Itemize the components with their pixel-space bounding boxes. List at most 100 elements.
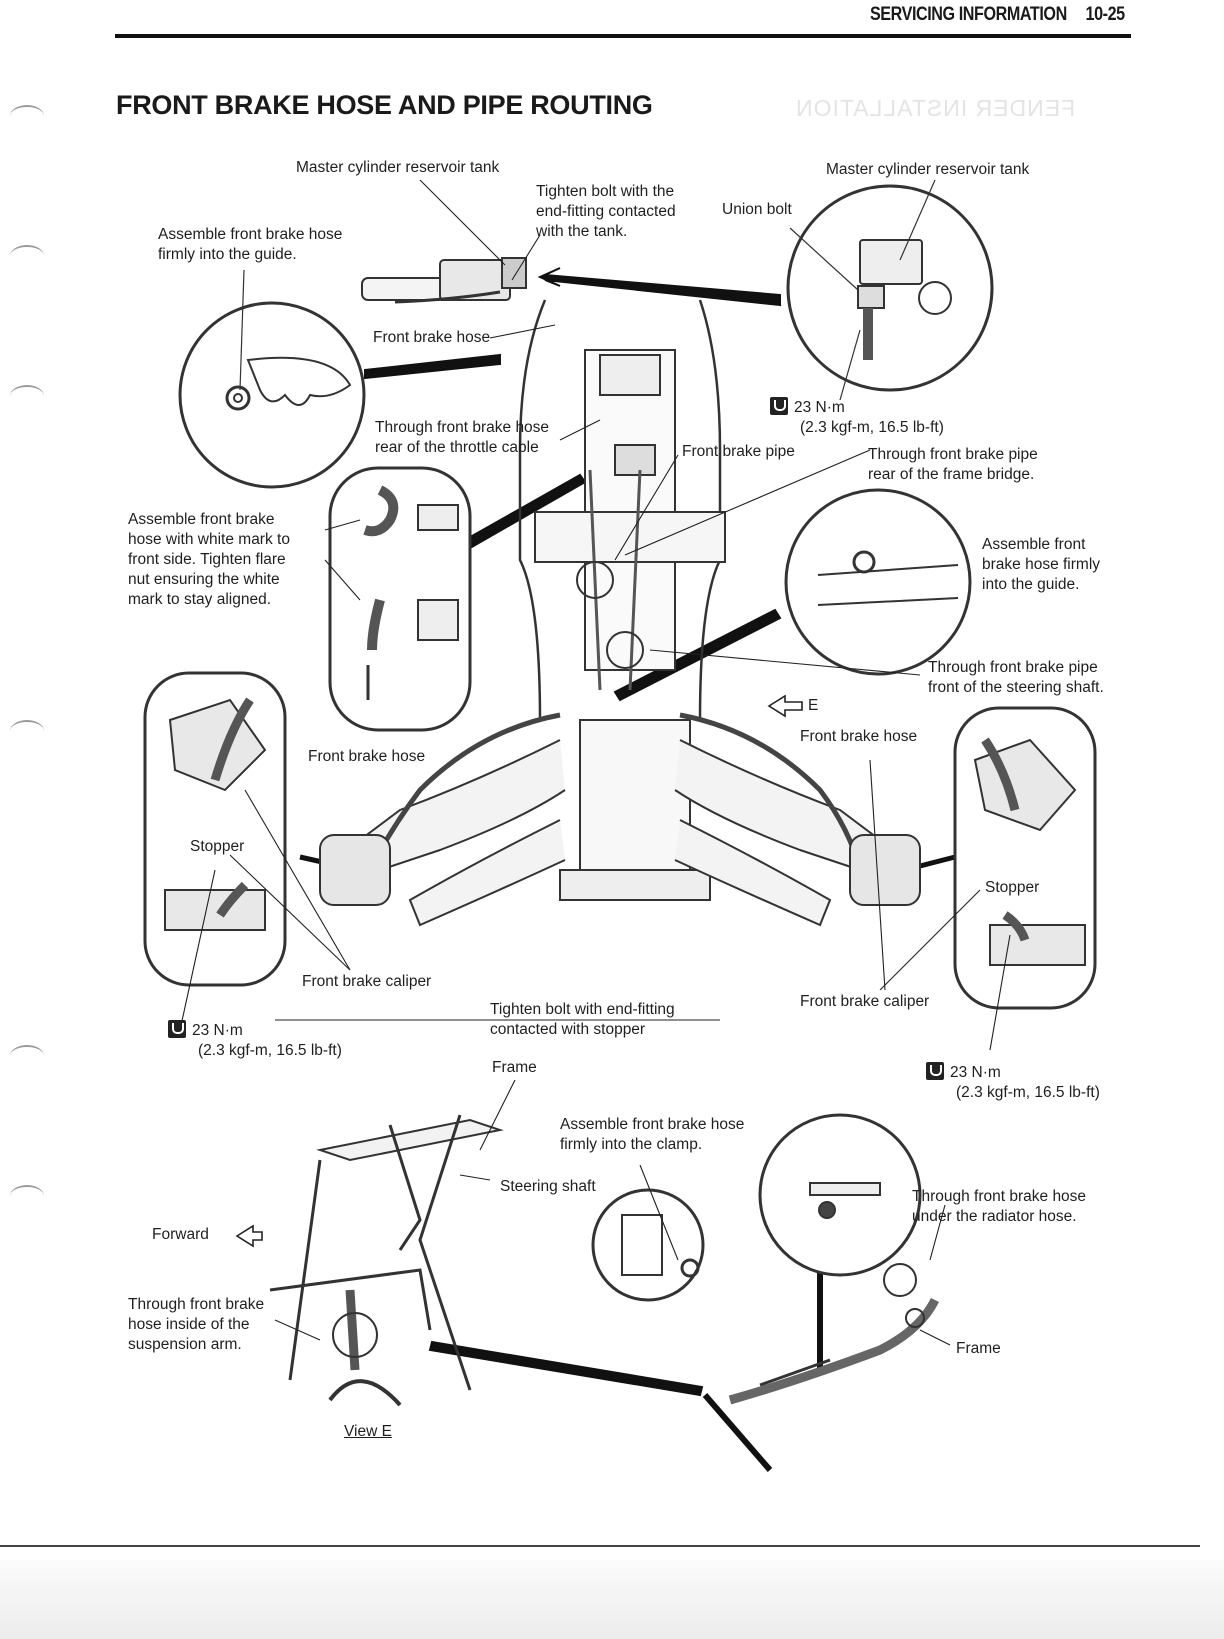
suspension-arms: [358, 712, 882, 927]
label-assemble-guide-right: Assemble front brake hose firmly into th…: [982, 535, 1100, 595]
hose-guide-detail-circle-left: [178, 269, 366, 489]
label-frame-top: Frame: [492, 1059, 537, 1076]
label-front-brake-pipe: Front brake pipe: [682, 443, 795, 460]
torque-wrench-icon: [926, 1062, 944, 1080]
binder-hole-mark: [10, 105, 44, 127]
leader-lines: [179, 179, 1011, 1346]
torque-spec-left: 23 N·m (2.3 kgf-m, 16.5 lb-ft): [168, 1020, 342, 1061]
label-line: suspension arm.: [128, 1336, 242, 1353]
label-caliper-right: Front brake caliper: [800, 993, 930, 1010]
label-front-brake-hose-right: Front brake hose: [800, 728, 918, 745]
label-forward: Forward: [152, 1226, 209, 1243]
view-e-side-diagram: [269, 1114, 504, 1407]
label-line: hose with white mark to: [128, 531, 290, 548]
caliper-detail-panel-right: [953, 706, 1097, 1010]
label-line: end-fitting contacted: [536, 203, 676, 220]
label-line: front of the steering shaft.: [928, 679, 1104, 696]
label-view-e-marker: E: [808, 697, 819, 714]
binder-hole-mark: [10, 1045, 44, 1067]
label-view-e: View E: [344, 1423, 392, 1440]
pointer-arrows: [299, 267, 956, 1472]
label-line: hose inside of the: [128, 1316, 250, 1333]
label-line: Assemble front brake: [128, 511, 275, 528]
binder-hole-mark: [10, 720, 44, 742]
caliper-detail-panel-left: [143, 671, 287, 987]
torque-value: 23 N·m: [168, 1020, 342, 1041]
white-mark-detail-panel: [328, 466, 472, 732]
torque-conversion: (2.3 kgf-m, 16.5 lb-ft): [800, 419, 944, 436]
label-line: with the tank.: [536, 223, 628, 240]
torque-value: 23 N·m: [926, 1062, 1100, 1083]
torque-nm: 23 N·m: [950, 1064, 1001, 1081]
label-line: rear of the throttle cable: [375, 439, 539, 456]
torque-spec-right: 23 N·m (2.3 kgf-m, 16.5 lb-ft): [926, 1062, 1100, 1103]
label-through-frame-bridge: Through front brake pipe rear of the fra…: [868, 445, 1038, 485]
label-line: rear of the frame bridge.: [868, 466, 1035, 483]
label-steering-shaft: Steering shaft: [500, 1178, 596, 1195]
label-line: Tighten bolt with the: [536, 183, 675, 200]
page-title: FRONT BRAKE HOSE AND PIPE ROUTING: [116, 90, 653, 120]
label-master-cylinder-right: Master cylinder reservoir tank: [826, 161, 1030, 178]
label-union-bolt: Union bolt: [722, 201, 792, 218]
label-line: into the guide.: [982, 576, 1080, 593]
torque-nm: 23 N·m: [794, 399, 845, 416]
label-caliper-left: Front brake caliper: [302, 973, 432, 990]
binder-hole-mark: [10, 385, 44, 407]
label-white-mark: Assemble front brake hose with white mar…: [128, 510, 290, 610]
label-assemble-clamp: Assemble front brake hose firmly into th…: [560, 1115, 744, 1155]
torque-spec-top: 23 N·m (2.3 kgf-m, 16.5 lb-ft): [770, 397, 944, 438]
label-through-radiator: Through front brake hose under the radia…: [912, 1187, 1086, 1227]
forward-arrow-icon: [235, 1224, 263, 1248]
binder-hole-mark: [10, 245, 44, 267]
master-cylinder-detail-circle: [786, 179, 994, 401]
header-text: SERVICING INFORMATION 10-25: [870, 4, 1125, 26]
torque-wrench-icon: [770, 397, 788, 415]
label-line: Tighten bolt with end-fitting: [490, 1001, 675, 1018]
label-line: Assemble front brake hose: [158, 226, 343, 243]
label-front-brake-hose-left: Front brake hose: [308, 748, 426, 765]
label-line: nut ensuring the white: [128, 571, 280, 588]
label-line: firmly into the guide.: [158, 246, 297, 263]
label-master-cylinder-left: Master cylinder reservoir tank: [296, 159, 500, 176]
label-tighten-bolt-tank: Tighten bolt with the end-fitting contac…: [536, 182, 676, 242]
page-bottom-rule: [0, 1545, 1200, 1547]
handlebar-assembly: [361, 257, 527, 304]
label-line: under the radiator hose.: [912, 1208, 1077, 1225]
label-line: mark to stay aligned.: [128, 591, 272, 608]
steering-knuckles: [319, 834, 921, 906]
label-line: Through front brake pipe: [868, 446, 1038, 463]
binder-hole-mark: [10, 1185, 44, 1207]
label-through-throttle: Through front brake hose rear of the thr…: [375, 418, 549, 458]
header-page-number: 10-25: [1085, 4, 1126, 25]
torque-wrench-icon: [168, 1020, 186, 1038]
label-stopper-left: Stopper: [190, 838, 245, 855]
view-e-arrow-icon: [767, 694, 803, 718]
label-line: front side. Tighten flare: [128, 551, 286, 568]
label-line: contacted with stopper: [490, 1021, 646, 1038]
page-header: SERVICING INFORMATION 10-25: [115, 0, 1131, 38]
label-tighten-bolt-stopper: Tighten bolt with end-fitting contacted …: [490, 1000, 675, 1040]
radiator-area-diagram: [591, 1113, 940, 1405]
label-line: Assemble front: [982, 536, 1086, 553]
label-stopper-right: Stopper: [985, 879, 1040, 896]
label-line: brake hose firmly: [982, 556, 1101, 573]
label-through-steering-shaft: Through front brake pipe front of the st…: [928, 658, 1104, 698]
label-line: Through front brake: [128, 1296, 265, 1313]
label-frame-bottom: Frame: [956, 1340, 1001, 1357]
label-assemble-guide-left: Assemble front brake hose firmly into th…: [158, 225, 342, 265]
label-line: Through front brake hose: [912, 1188, 1087, 1205]
frame-and-steering: [518, 299, 726, 901]
torque-nm: 23 N·m: [192, 1022, 243, 1039]
scan-bottom-shadow: [0, 1560, 1224, 1639]
label-front-brake-hose-top: Front brake hose: [373, 329, 491, 346]
torque-conversion: (2.3 kgf-m, 16.5 lb-ft): [956, 1084, 1100, 1101]
hose-guide-detail-circle-right: [784, 488, 972, 676]
torque-conversion: (2.3 kgf-m, 16.5 lb-ft): [198, 1042, 342, 1059]
label-through-suspension: Through front brake hose inside of the s…: [128, 1295, 264, 1355]
label-line: Through front brake hose: [375, 419, 550, 436]
label-line: Through front brake pipe: [928, 659, 1098, 676]
torque-value: 23 N·m: [770, 397, 944, 418]
label-line: firmly into the clamp.: [560, 1136, 703, 1153]
header-section: SERVICING INFORMATION: [870, 4, 1068, 25]
